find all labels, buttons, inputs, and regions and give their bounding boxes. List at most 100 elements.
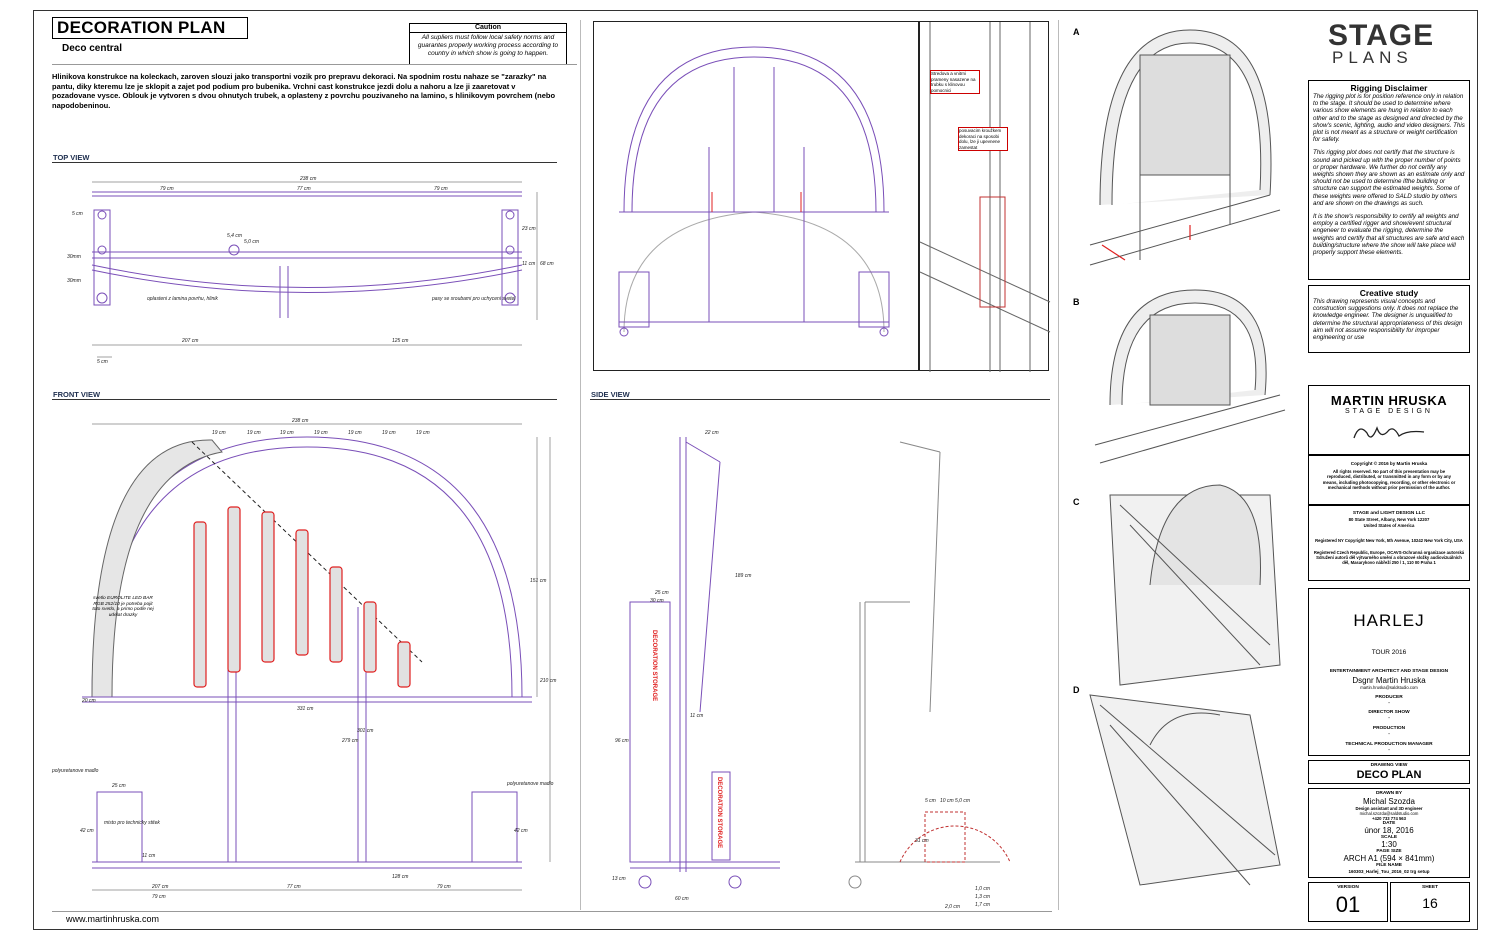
top-note-2: pasy se sroubami pro uchyceni svetel xyxy=(431,296,516,302)
drawing-view: DECO PLAN xyxy=(1356,769,1422,781)
sheet-box: SHEET 16 xyxy=(1390,882,1470,922)
rigging-p1: The rigging plot is for position referen… xyxy=(1313,93,1465,144)
signature-icon xyxy=(1353,426,1425,439)
front-view-rule xyxy=(52,399,557,400)
top-dim-4: 5 cm xyxy=(72,211,83,217)
side-view-rule xyxy=(590,399,1050,400)
front-view-label: FRONT VIEW xyxy=(53,390,101,399)
front-dim-7: 19 cm xyxy=(416,430,430,436)
drawing-sheet-number: 16 xyxy=(1422,895,1438,911)
side-storage-label-1: DECORATION STORAGE xyxy=(651,630,657,701)
top-dim-11: 125 cm xyxy=(392,338,408,344)
side-view-label: SIDE VIEW xyxy=(591,390,630,399)
side-dim-6: 60 cm xyxy=(675,896,689,902)
drawing-info-box: DRAWN BY Michal Szozda Design assistant … xyxy=(1308,788,1470,878)
front-dim-18: 20 cm xyxy=(81,698,96,704)
drawing-date: únor 18, 2016 xyxy=(1364,826,1414,835)
page-subtitle: Deco central xyxy=(62,43,123,54)
project-designer-email: martin.hruska@saldstudio.com xyxy=(1360,685,1418,690)
drawn-by-label: DRAWN BY xyxy=(1375,791,1403,796)
front-dim-10: 77 cm xyxy=(287,884,301,890)
front-note-madlo-right: polyuretanove madlo xyxy=(506,781,554,787)
iso-label-c: C xyxy=(1073,497,1080,507)
caution-title: Caution xyxy=(410,24,566,33)
company-address: 80 State Street, Albany, New York 12207 xyxy=(1348,517,1430,522)
side-dim-4: 189 cm xyxy=(735,573,751,579)
side-dim-12: 1,3 cm xyxy=(975,894,990,900)
drawing-view-label: DRAWING VIEW xyxy=(1370,763,1408,768)
page-title: DECORATION PLAN xyxy=(52,17,248,39)
drawing-view-box: DRAWING VIEW DECO PLAN xyxy=(1308,760,1470,784)
caution-box: Caution All supliers must follow local s… xyxy=(409,23,567,65)
top-dim-total: 238 cm xyxy=(299,176,316,182)
front-dim-total: 238 cm xyxy=(291,418,308,424)
version-label: VERSION xyxy=(1337,885,1359,890)
front-dim-17: 301 cm xyxy=(357,728,373,734)
top-view-label: TOP VIEW xyxy=(53,153,90,162)
front-note-stitek: misto pro technicky stitek xyxy=(104,820,160,826)
drawn-email: michal.szozda@saldstudio.com xyxy=(1359,811,1419,816)
rigging-p2: This rigging plot does not certify that … xyxy=(1313,149,1465,207)
copyright-box: Copyright © 2016 by Martin Hruska All ri… xyxy=(1308,455,1470,505)
top-dim-7: 23 cm xyxy=(521,226,536,232)
brand-plans: PLANS xyxy=(1332,48,1413,67)
registered-cz: Registered Czech Republic, Europe, OCAVS… xyxy=(1313,550,1465,566)
sheet-label: SHEET xyxy=(1422,885,1438,890)
side-dim-15: 31 cm xyxy=(915,838,929,844)
top-note-1: oplasteni z lamina povrhu, hlinik xyxy=(147,296,218,302)
date-label: DATE xyxy=(1382,821,1396,826)
front-dim-19: 25 cm xyxy=(111,783,126,789)
top-dim-9: 68 cm xyxy=(540,261,554,267)
rigging-disclaimer: Rigging Disclaimer The rigging plot is f… xyxy=(1308,80,1470,280)
side-dim-13: 1,7 cm xyxy=(975,902,990,908)
drawing-version: 01 xyxy=(1335,892,1361,917)
front-note-madlo-left: polyuretanove madlo xyxy=(51,768,99,774)
drawn-by: Michal Szozda xyxy=(1362,797,1416,806)
top-note-4: 30mm xyxy=(67,278,81,284)
front-dim-4: 19 cm xyxy=(314,430,328,436)
creative-text: This drawing represents visual concepts … xyxy=(1313,298,1463,342)
front-dim-8: 331 cm xyxy=(297,706,313,712)
caution-text: All supliers must follow local safety no… xyxy=(417,34,559,57)
project-designer: Dsgnr Martin Hruska xyxy=(1352,676,1426,685)
drawn-role: Design assistant and 3D engineer xyxy=(1355,806,1423,811)
front-dim-20: 42 cm xyxy=(80,828,94,834)
footer-rule xyxy=(52,911,1052,912)
role-label: ENTERTAINMENT ARCHITECT AND STAGE DESIGN xyxy=(1329,669,1449,674)
side-storage-label-2: DECORATION STORAGE xyxy=(716,777,722,848)
tpm-value: - xyxy=(1388,748,1390,753)
iso-label-d: D xyxy=(1073,685,1080,695)
website-link[interactable]: www.martinhruska.com xyxy=(66,914,160,924)
tpm-label: TECHNICAL PRODUCTION MANAGER xyxy=(1345,742,1433,747)
filename-label: FILE NAME xyxy=(1376,863,1402,868)
side-dim-1: 25 cm xyxy=(654,590,669,596)
front-dim-6: 19 cm xyxy=(382,430,396,436)
top-dim-5: 5,4 cm xyxy=(227,233,242,239)
creative-title: Creative study xyxy=(1359,288,1419,298)
side-dim-10: 5,0 cm xyxy=(955,798,970,804)
designer-tag: STAGE DESIGN xyxy=(1345,408,1433,415)
project-name: HARLEJ xyxy=(1353,611,1425,630)
drawing-scale: 1:30 xyxy=(1381,840,1397,849)
drawing-filename: 160303_Harlej_Tou_2016_02 trg setup xyxy=(1348,869,1430,874)
top-dim-12: 5 cm xyxy=(97,359,108,365)
front-dim-5: 19 cm xyxy=(348,430,362,436)
side-dim-2: 30 cm xyxy=(650,598,664,604)
side-dim-11: 1,0 cm xyxy=(975,886,990,892)
drawn-phone: +420 733 774 563 xyxy=(1372,816,1406,821)
top-dim-3: 79 cm xyxy=(434,186,448,192)
iso-label-b: B xyxy=(1073,297,1080,307)
brand-stage: STAGE xyxy=(1328,19,1435,52)
front-dim-22: 11 cm xyxy=(142,853,155,859)
drawing-pagesize: ARCH A1 (594 × 841mm) xyxy=(1343,854,1435,863)
front-note-led-bar: svetlo EUROLITE LED BAR RGB 252/10 je po… xyxy=(92,596,154,618)
top-view-rule xyxy=(52,162,557,163)
side-dim-0: 22 cm xyxy=(704,430,719,436)
side-dim-7: 13 cm xyxy=(612,876,626,882)
perspective-view-box xyxy=(593,21,919,371)
top-dim-1: 79 cm xyxy=(160,186,174,192)
detail-view-box: Stredova a vnitrni prameny nasazene na t… xyxy=(919,21,1051,372)
front-dim-2: 19 cm xyxy=(247,430,261,436)
company-name: STAGE and LIGHT DESIGN LLC xyxy=(1352,511,1426,516)
